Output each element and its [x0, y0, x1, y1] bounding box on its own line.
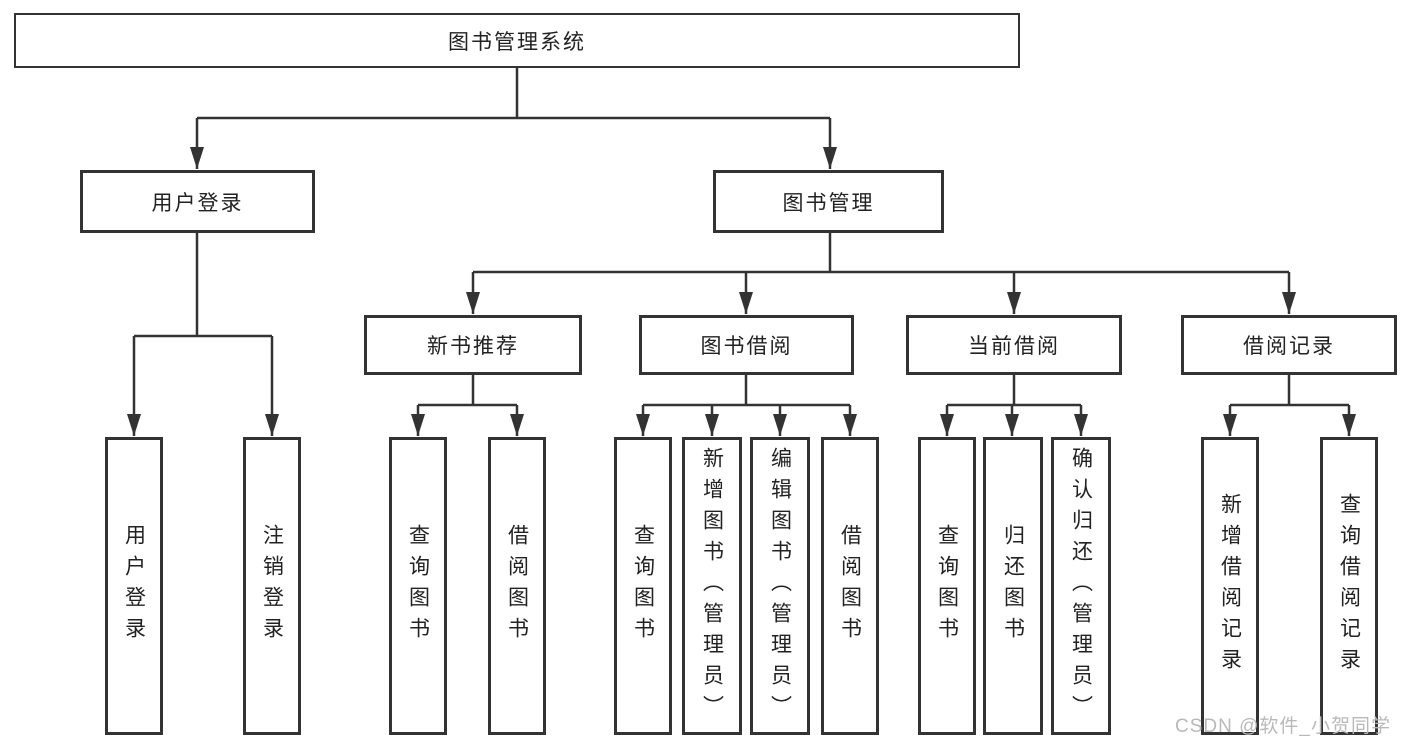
node-library-system: 图书管理系统 [14, 13, 1020, 68]
node-book-management: 图书管理 [713, 170, 944, 233]
leaf-query-books-borrowing-label: 查询图书 [631, 524, 655, 648]
csdn-watermark: CSDN @软件_小贺同学 [1175, 716, 1391, 737]
leaf-borrow-books-borrowing: 借阅图书 [821, 437, 879, 735]
leaf-add-books-admin: 新增图书（管理员） [682, 437, 742, 735]
leaf-user-login: 用户登录 [105, 437, 163, 735]
leaf-confirm-return-admin: 确认归还（管理员） [1051, 437, 1111, 735]
leaf-confirm-return-admin-label: 确认归还（管理员） [1069, 446, 1093, 726]
leaf-add-borrow-record-label: 新增借阅记录 [1218, 493, 1242, 679]
leaf-query-books-recommend: 查询图书 [389, 437, 447, 735]
node-user-login: 用户登录 [80, 170, 315, 233]
leaf-edit-books-admin-label: 编辑图书（管理员） [768, 446, 792, 726]
leaf-query-books-borrowing: 查询图书 [614, 437, 672, 735]
node-borrowing-records: 借阅记录 [1181, 315, 1397, 375]
leaf-logout: 注销登录 [243, 437, 301, 735]
leaf-query-books-current-label: 查询图书 [935, 524, 959, 648]
leaf-borrow-books-recommend: 借阅图书 [488, 437, 546, 735]
node-book-borrowing: 图书借阅 [639, 315, 854, 375]
leaf-query-books-recommend-label: 查询图书 [406, 524, 430, 648]
leaf-borrow-books-borrowing-label: 借阅图书 [838, 524, 862, 648]
leaf-query-books-current: 查询图书 [918, 437, 976, 735]
leaf-user-login-label: 用户登录 [122, 524, 146, 648]
leaf-logout-label: 注销登录 [260, 524, 284, 648]
node-new-book-recommend: 新书推荐 [364, 315, 582, 375]
node-current-borrowing: 当前借阅 [906, 315, 1122, 375]
leaf-add-books-admin-label: 新增图书（管理员） [700, 446, 724, 726]
leaf-edit-books-admin: 编辑图书（管理员） [750, 437, 810, 735]
leaf-return-books: 归还图书 [983, 437, 1043, 735]
leaf-borrow-books-recommend-label: 借阅图书 [505, 524, 529, 648]
leaf-query-borrow-record: 查询借阅记录 [1320, 437, 1378, 735]
leaf-query-borrow-record-label: 查询借阅记录 [1337, 493, 1361, 679]
leaf-add-borrow-record: 新增借阅记录 [1201, 437, 1259, 735]
leaf-return-books-label: 归还图书 [1001, 524, 1025, 648]
